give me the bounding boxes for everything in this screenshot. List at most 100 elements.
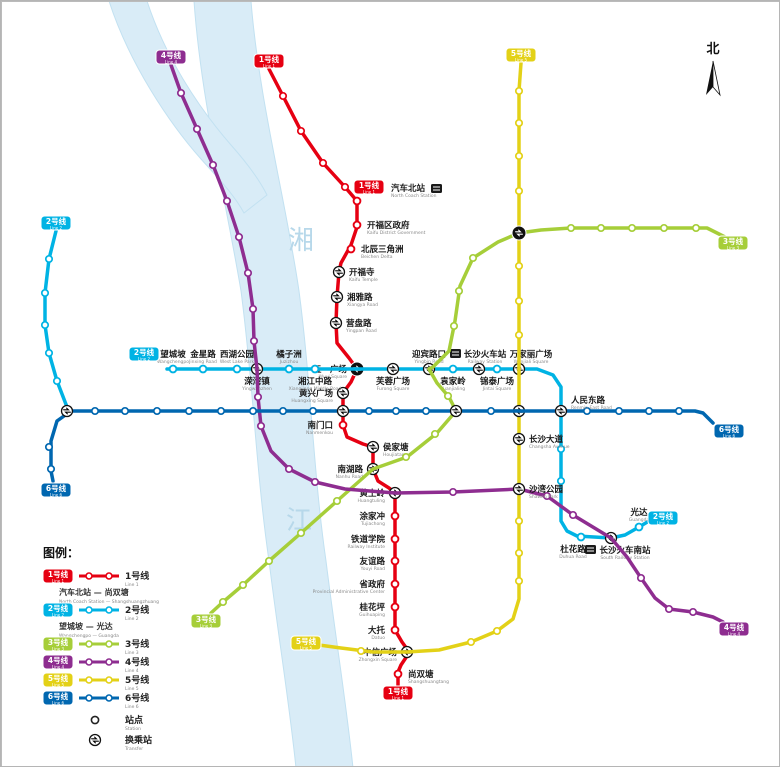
svg-text:Line 2: Line 2 <box>52 613 65 618</box>
station-label-en: Yingpan Road <box>345 328 377 334</box>
svg-text:Line 6: Line 6 <box>50 493 63 498</box>
station-dot <box>218 597 228 607</box>
station-dot <box>216 406 226 416</box>
station-dot <box>542 491 552 501</box>
station-label: 橘子洲 <box>275 349 302 360</box>
station-label: 省政府 <box>358 579 385 590</box>
station-label-en: Huangxing Square <box>291 398 333 404</box>
station-dot <box>454 286 464 296</box>
station-dot <box>44 254 54 264</box>
station-label-en: Nanhu Road <box>336 474 364 480</box>
svg-text:1号线: 1号线 <box>388 686 409 696</box>
station-dot <box>659 223 669 233</box>
station-dot <box>514 296 524 306</box>
svg-text:Line 2: Line 2 <box>138 357 151 362</box>
station-芙蓉广场 <box>386 362 400 376</box>
station-涂家冲 <box>390 511 400 521</box>
station-橘子洲 <box>284 364 294 374</box>
station-汽车北站 <box>352 196 362 206</box>
svg-text:Line 3: Line 3 <box>727 246 740 251</box>
railway-icon <box>450 349 461 358</box>
svg-text:6号线: 6号线 <box>125 692 149 704</box>
station-dot <box>582 406 592 416</box>
station-dot <box>318 158 328 168</box>
station-label-en: Jinxing Road <box>188 359 217 365</box>
transfer-station <box>60 404 74 418</box>
station-label-en: Nanmenkou <box>306 430 333 436</box>
station-dot <box>332 496 342 506</box>
station-dot <box>468 253 478 263</box>
station-dot <box>248 406 258 416</box>
station-label: 涂家冲 <box>359 511 385 522</box>
svg-text:4号线: 4号线 <box>48 655 69 665</box>
station-label: 铁道学院 <box>351 534 386 545</box>
station-光达 <box>634 522 644 532</box>
svg-text:Transfer: Transfer <box>124 746 143 752</box>
station-label: 万家丽广场 <box>509 349 553 360</box>
station-dot <box>514 118 524 128</box>
station-label-en: Houjiatang <box>383 452 408 458</box>
svg-text:5号线: 5号线 <box>511 48 532 58</box>
svg-text:Station: Station <box>125 726 141 732</box>
station-桂花坪 <box>390 602 400 612</box>
station-dot <box>448 487 458 497</box>
station-label-en: North Coach Station <box>391 193 437 199</box>
station-label: 大托 <box>368 625 386 636</box>
station-望城坡 <box>168 364 178 374</box>
station-label-en: West Lake Park <box>220 359 255 365</box>
svg-text:5号线: 5号线 <box>296 636 317 646</box>
svg-text:换乘站: 换乘站 <box>125 734 152 746</box>
station-dot <box>691 223 701 233</box>
svg-text:Line 2: Line 2 <box>125 616 139 622</box>
station-dot <box>238 580 248 590</box>
station-label-en: Xiangjiang Middle Road <box>289 386 342 392</box>
station-dot <box>566 223 576 233</box>
station-label: 湘江中路 <box>298 376 333 387</box>
station-dot <box>176 88 186 98</box>
station-label: 锦泰广场 <box>480 376 515 387</box>
station-label-en: Wanjiali Square <box>514 359 549 365</box>
station-dot <box>249 336 259 346</box>
station-dot <box>278 91 288 101</box>
station-dot <box>614 406 624 416</box>
station-dot <box>44 348 54 358</box>
svg-text:Line 2: Line 2 <box>50 226 63 231</box>
svg-text:2号线: 2号线 <box>134 347 155 357</box>
station-西湖公园 <box>232 364 242 374</box>
station-label: 沙湾公园 <box>529 484 563 495</box>
svg-text:Line 4: Line 4 <box>52 665 65 670</box>
station-dot <box>264 556 274 566</box>
station-label: 长沙火车站 <box>464 349 507 360</box>
station-dot <box>296 528 306 538</box>
svg-text:Line 5: Line 5 <box>515 58 528 63</box>
station-label-en: Furong Square <box>377 386 410 392</box>
station-dot <box>556 444 566 454</box>
svg-text:Line 2: Line 2 <box>657 521 670 526</box>
station-南门口 <box>338 420 348 430</box>
svg-text:1号线: 1号线 <box>359 180 380 190</box>
station-dot <box>284 464 294 474</box>
station-金星路 <box>198 364 208 374</box>
station-dot <box>308 406 318 416</box>
station-dot <box>514 548 524 558</box>
station-dot <box>278 406 288 416</box>
station-label-en: Huangtuling <box>357 498 385 504</box>
station-dot <box>44 442 54 452</box>
svg-text:Wangchengpo — Guangda: Wangchengpo — Guangda <box>59 633 119 639</box>
station-dot <box>627 223 637 233</box>
station-北辰三角洲 <box>346 244 356 254</box>
station-label: 望城坡 <box>160 349 186 360</box>
station-杜花路 <box>576 532 586 542</box>
station-dot <box>253 392 263 402</box>
station-label-en: Provincial Administrative Center <box>313 589 386 595</box>
station-dot <box>46 464 56 474</box>
